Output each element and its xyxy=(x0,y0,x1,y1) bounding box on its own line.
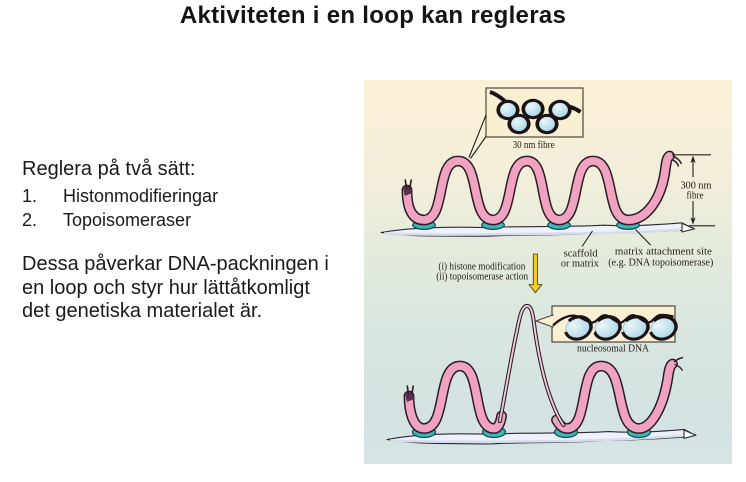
svg-text:(ii) topoisomerase action: (ii) topoisomerase action xyxy=(436,271,529,282)
svg-text:scaffold: scaffold xyxy=(564,249,599,260)
svg-text:(e.g. DNA topoisomerase): (e.g. DNA topoisomerase) xyxy=(608,258,713,269)
svg-text:nucleosomal DNA: nucleosomal DNA xyxy=(577,344,649,355)
svg-text:fibre: fibre xyxy=(687,191,704,202)
svg-text:matrix attachment site: matrix attachment site xyxy=(615,247,712,258)
svg-text:30 nm fibre: 30 nm fibre xyxy=(513,140,555,151)
svg-text:or matrix: or matrix xyxy=(561,259,600,270)
svg-text:300 nm: 300 nm xyxy=(681,181,712,192)
svg-text:(i) histone modification: (i) histone modification xyxy=(438,262,526,273)
